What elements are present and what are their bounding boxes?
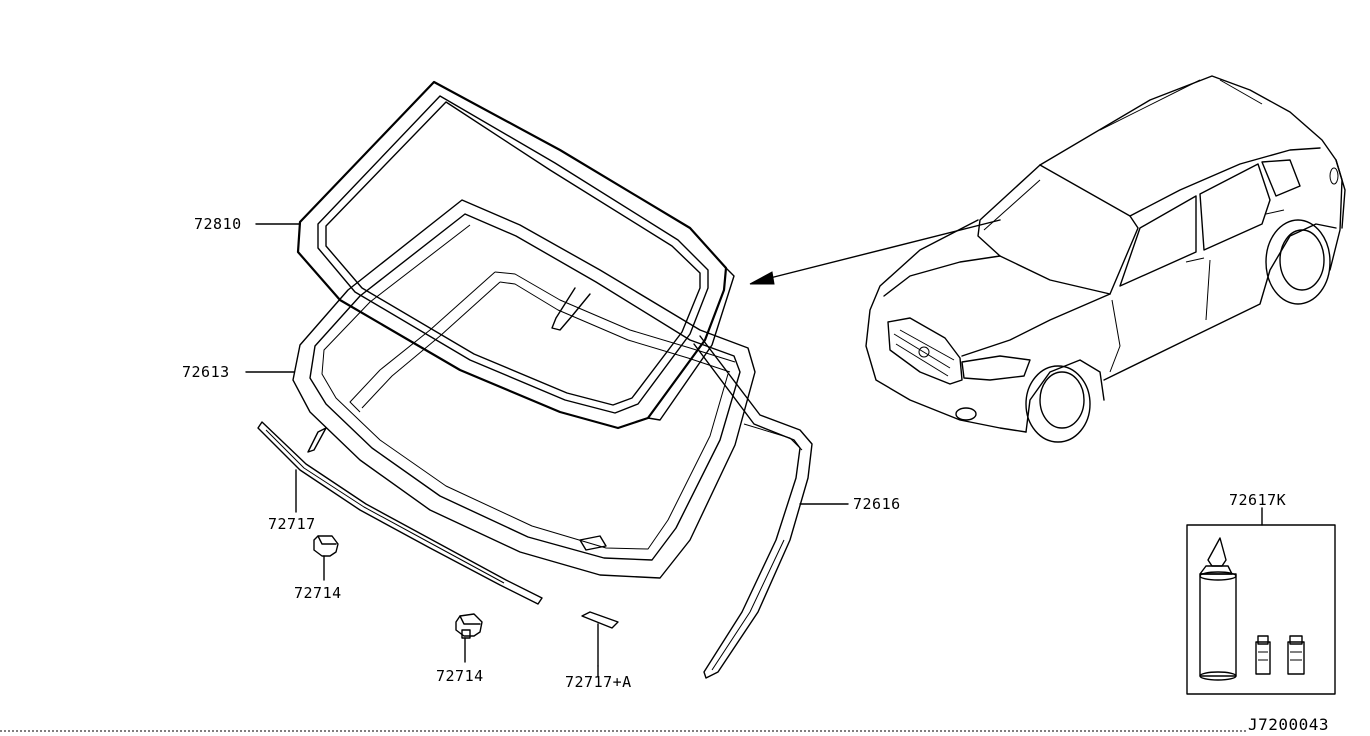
label-side-molding[interactable]: 72616 — [853, 495, 901, 513]
location-arrow — [749, 219, 1001, 285]
adhesive-kit-box[interactable] — [1186, 507, 1336, 695]
label-windshield-glass[interactable]: 72613 — [182, 363, 230, 381]
label-clip-left[interactable]: 72714 — [294, 584, 342, 602]
vehicle-illustration — [865, 75, 1346, 443]
clip-lower-drawing[interactable] — [455, 613, 483, 663]
label-frame-molding[interactable]: 72810 — [194, 215, 242, 233]
side-molding-drawing[interactable] — [693, 335, 813, 679]
spacer-drawing[interactable] — [581, 611, 619, 667]
lower-molding-drawing[interactable] — [257, 421, 543, 605]
label-adhesive-kit[interactable]: 72617K — [1229, 491, 1286, 509]
label-clip-lower[interactable]: 72714 — [436, 667, 484, 685]
leader-lines — [245, 223, 849, 677]
label-lower-molding[interactable]: 72717 — [268, 515, 316, 533]
label-spacer[interactable]: 72717+A — [565, 673, 632, 691]
frame-molding-drawing[interactable] — [296, 80, 735, 430]
clip-left-drawing[interactable] — [313, 535, 339, 581]
windshield-glass-drawing[interactable] — [292, 199, 756, 579]
diagram-code: J7200043 — [1248, 715, 1329, 734]
